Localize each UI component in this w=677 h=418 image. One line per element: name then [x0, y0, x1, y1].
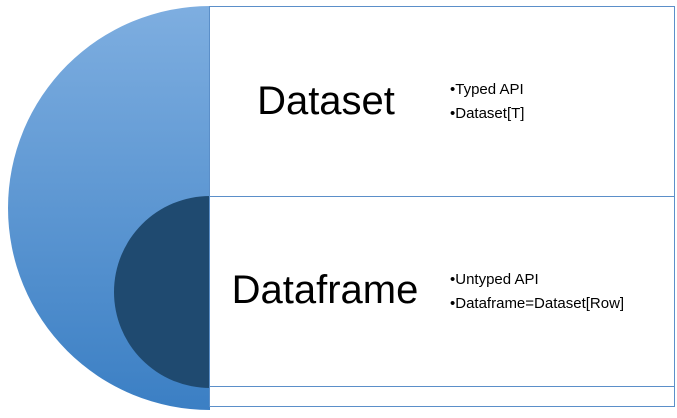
dataset-panel	[209, 6, 675, 197]
inner-circle	[114, 196, 210, 388]
dataset-title: Dataset	[257, 79, 395, 123]
dataframe-bullet-2: •Dataframe=Dataset[Row]	[450, 295, 624, 312]
dataframe-title: Dataframe	[232, 268, 419, 312]
dataset-bullet-1: •Typed API	[450, 81, 524, 98]
dataframe-panel	[209, 196, 675, 387]
dataframe-bullet-1: •Untyped API	[450, 271, 539, 288]
dataset-bullet-2: •Dataset[T]	[450, 105, 524, 122]
bottom-strip	[209, 386, 675, 407]
